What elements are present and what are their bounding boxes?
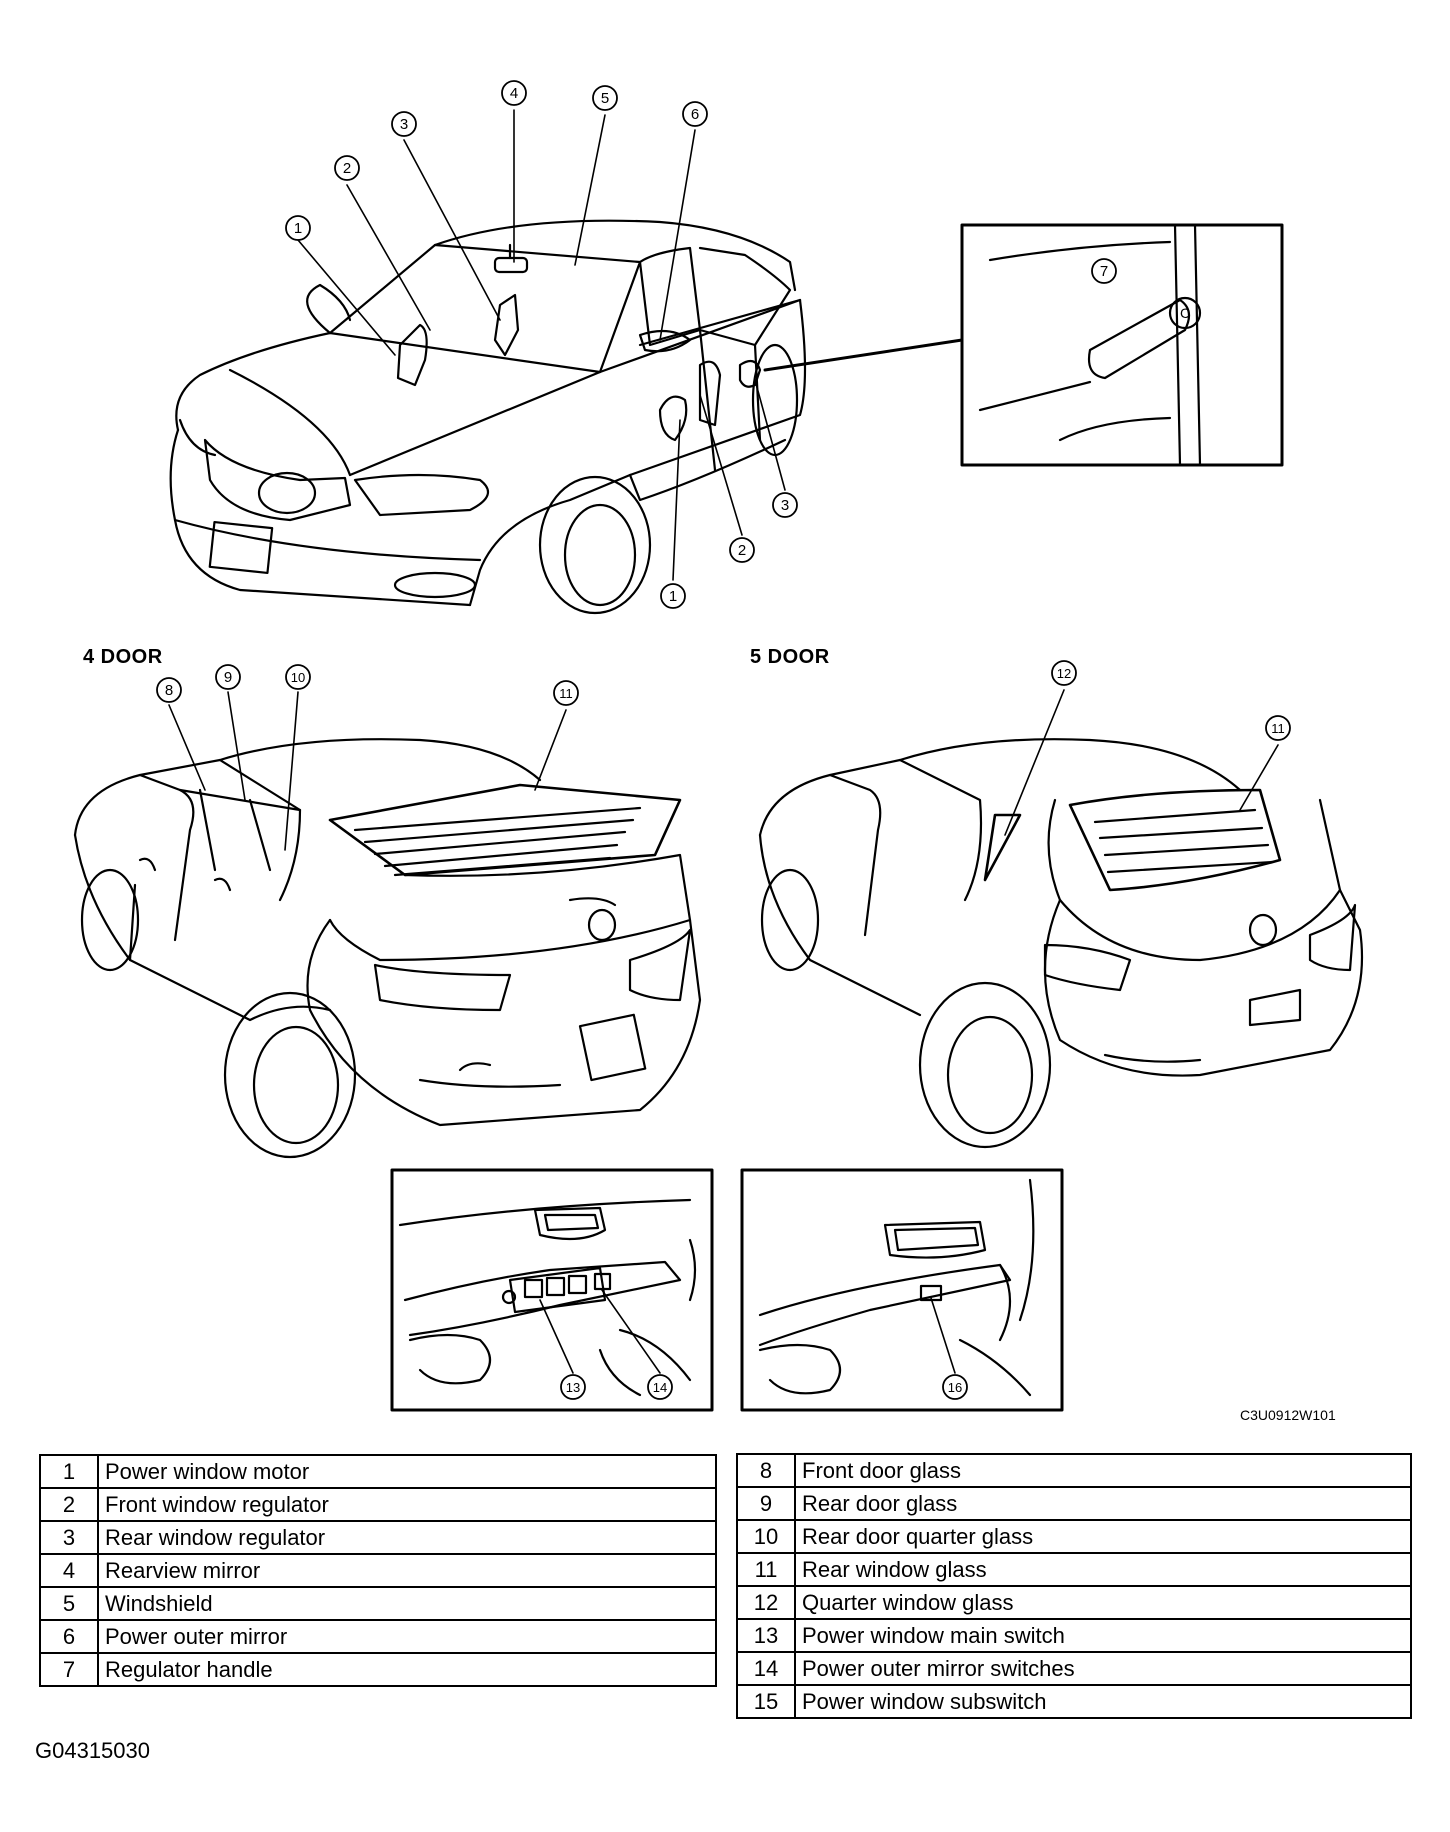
front-car-illustration xyxy=(169,219,807,615)
legend-number: 14 xyxy=(736,1651,796,1686)
legend-number: 6 xyxy=(39,1619,99,1654)
five-door-illustration xyxy=(758,738,1364,1149)
callout-5: 5 xyxy=(601,90,609,107)
sub-switch-inset xyxy=(740,1168,1064,1412)
legend-number: 15 xyxy=(736,1684,796,1719)
legend-part-name: Quarter window glass xyxy=(794,1585,1412,1620)
legend-number: 9 xyxy=(736,1486,796,1521)
legend-number: 4 xyxy=(39,1553,99,1588)
callout-1-side: 1 xyxy=(669,588,677,605)
legend-part-name: Front window regulator xyxy=(97,1487,717,1522)
callout-numbers: 1 2 3 4 5 6 7 3 2 1 8 9 10 11 12 11 13 1… xyxy=(165,85,1285,1395)
rear-leader-lines xyxy=(168,689,1279,851)
callout-4: 4 xyxy=(510,85,518,102)
legend-number: 1 xyxy=(39,1454,99,1489)
callout-circles xyxy=(156,80,1291,1400)
callout-7: 7 xyxy=(1100,263,1108,280)
callout-11: 11 xyxy=(559,686,573,701)
top-leader-lines xyxy=(297,109,786,581)
four-door-illustration xyxy=(73,738,702,1159)
legend-part-name: Power window motor xyxy=(97,1454,717,1489)
legend-part-name: Rear door quarter glass xyxy=(794,1519,1412,1554)
callout-6: 6 xyxy=(691,106,699,123)
legend-part-name: Power window main switch xyxy=(794,1618,1412,1653)
document-id: G04315030 xyxy=(35,1738,150,1763)
legend-number: 11 xyxy=(736,1552,796,1587)
legend-number: 12 xyxy=(736,1585,796,1620)
legend-number: 7 xyxy=(39,1652,99,1687)
legend-number: 13 xyxy=(736,1618,796,1653)
legend-number: 3 xyxy=(39,1520,99,1555)
regulator-handle-inset xyxy=(763,223,1284,467)
figure-code: C3U0912W101 xyxy=(1240,1407,1336,1423)
legend-part-name: Power outer mirror xyxy=(97,1619,717,1654)
callout-11-hatch: 11 xyxy=(1271,721,1285,736)
callout-2: 2 xyxy=(343,160,351,177)
legend-part-name: Rear window regulator xyxy=(97,1520,717,1555)
legend-number: 5 xyxy=(39,1586,99,1621)
callout-10: 10 xyxy=(291,670,305,685)
legend-part-name: Regulator handle xyxy=(97,1652,717,1687)
callout-9: 9 xyxy=(224,669,232,686)
callout-13: 13 xyxy=(566,1380,580,1395)
four-door-label: 4 DOOR xyxy=(83,646,163,668)
callout-1: 1 xyxy=(294,220,302,237)
legend-number: 8 xyxy=(736,1453,796,1488)
callout-3-side: 3 xyxy=(781,497,789,514)
legend-part-name: Power window subswitch xyxy=(794,1684,1412,1719)
five-door-label: 5 DOOR xyxy=(750,646,830,668)
callout-12: 12 xyxy=(1057,666,1071,681)
legend-part-name: Rear window glass xyxy=(794,1552,1412,1587)
legend-part-name: Windshield xyxy=(97,1586,717,1621)
callout-16: 16 xyxy=(948,1380,962,1395)
handle-mark: C xyxy=(1180,305,1190,321)
callout-8: 8 xyxy=(165,682,173,699)
callout-14: 14 xyxy=(653,1380,667,1395)
callout-3: 3 xyxy=(400,116,408,133)
legend-number: 2 xyxy=(39,1487,99,1522)
callout-2-side: 2 xyxy=(738,542,746,559)
legend-part-name: Rear door glass xyxy=(794,1486,1412,1521)
legend-part-name: Rearview mirror xyxy=(97,1553,717,1588)
main-switch-inset xyxy=(390,1168,714,1412)
legend-part-name: Power outer mirror switches xyxy=(794,1651,1412,1686)
switch-leader-lines xyxy=(539,1289,956,1374)
legend-number: 10 xyxy=(736,1519,796,1554)
legend-part-name: Front door glass xyxy=(794,1453,1412,1488)
